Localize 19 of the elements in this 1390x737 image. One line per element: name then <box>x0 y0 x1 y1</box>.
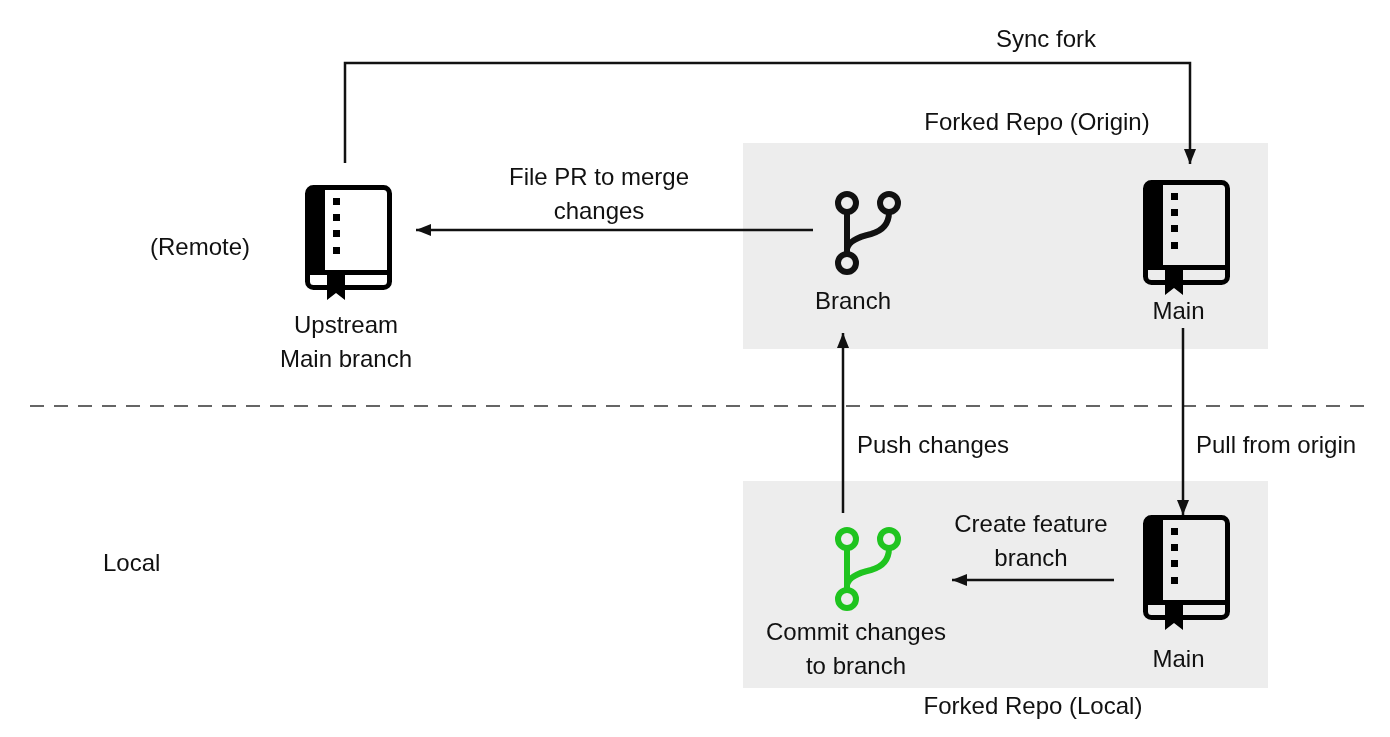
edge-label: Sync fork <box>995 24 1097 54</box>
arrow <box>416 224 813 236</box>
node-label: Main <box>1151 296 1206 326</box>
node-label: Main <box>1151 644 1206 674</box>
arrow <box>952 574 1114 586</box>
edge-label: Create feature branch <box>953 509 1109 573</box>
node-label: Commit changes to branch <box>764 617 948 681</box>
edge-label: File PR to merge changes <box>507 162 691 226</box>
panel-heading: Forked Repo (Origin) <box>923 107 1151 137</box>
arrow <box>837 333 849 513</box>
panel-heading: Forked Repo (Local) <box>922 691 1144 721</box>
node-label: Branch <box>813 286 892 316</box>
zone-label: Local <box>103 548 161 578</box>
edge-label: Pull from origin <box>1196 430 1357 460</box>
zone-label: (Remote) <box>150 232 251 262</box>
arrow <box>343 61 1196 164</box>
arrow <box>1177 328 1189 515</box>
node-label: Upstream Main branch <box>278 310 414 374</box>
edge-label: Push changes <box>857 430 1010 460</box>
